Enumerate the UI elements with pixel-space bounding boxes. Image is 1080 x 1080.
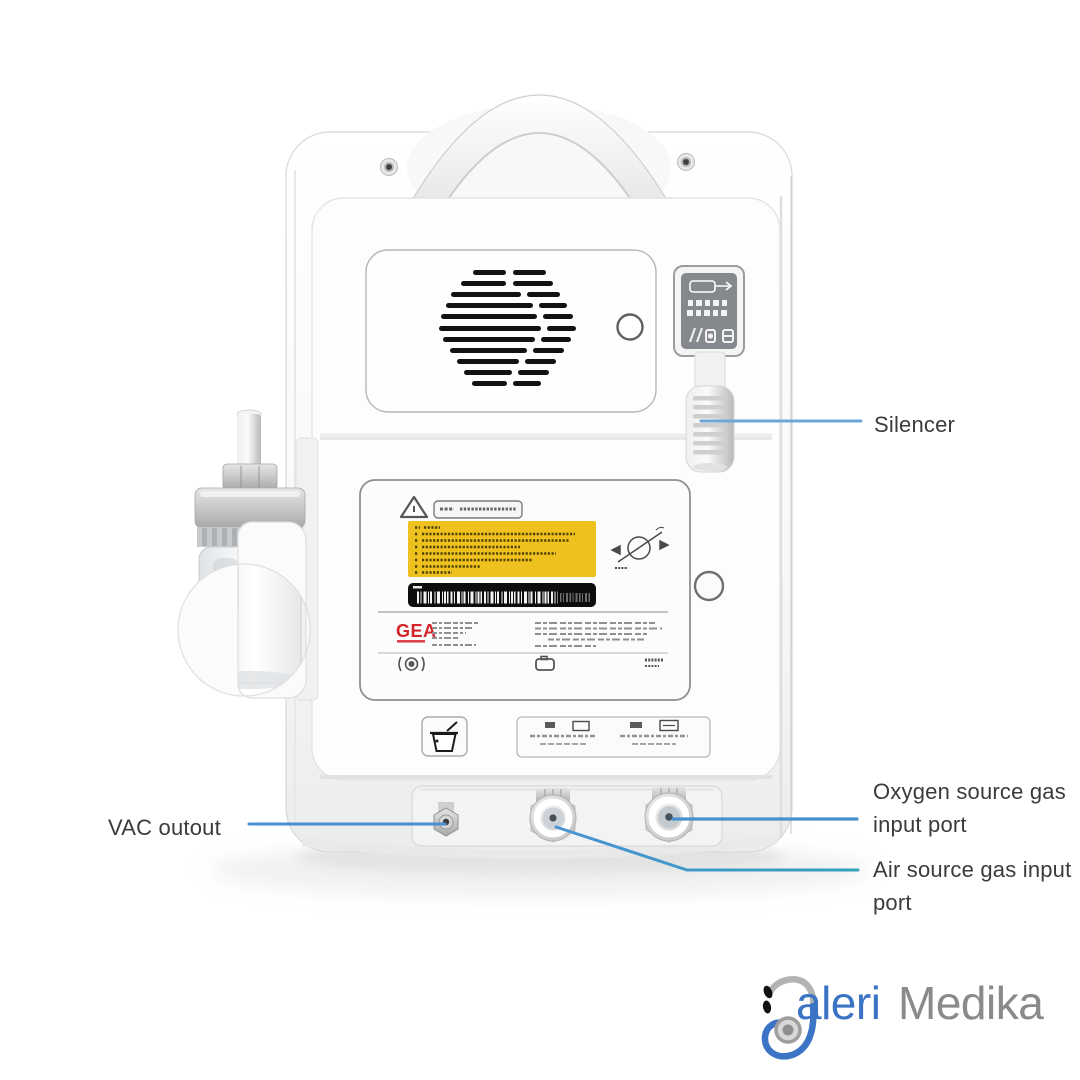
- speaker-panel: [365, 249, 657, 413]
- label-oxygen-port: Oxygen source gas input port: [873, 779, 1066, 837]
- valve-diagram-icon: [610, 526, 670, 569]
- screw-left: [379, 157, 399, 177]
- device-label-panel: GEA: [359, 479, 691, 701]
- bottle-bracket: [177, 521, 311, 699]
- logo-text-gray: Medika: [898, 977, 1044, 1029]
- speaker-grille: [439, 270, 576, 386]
- cert-icons: [398, 655, 663, 672]
- label-vac-output: VAC outout: [108, 815, 221, 840]
- silencer-body: [685, 351, 735, 473]
- waste-bin-plate: [421, 716, 468, 757]
- label-air-port: Air source gas input port: [873, 857, 1072, 915]
- silencer-label-plate: [673, 265, 745, 357]
- logo-text-blue: aleri: [796, 977, 881, 1029]
- screw-right: [676, 152, 696, 172]
- warning-sticker: [408, 521, 596, 577]
- waste-bin-icon: [430, 721, 458, 752]
- warning-triangle-icon: [399, 495, 429, 519]
- barcode: [408, 583, 596, 607]
- leader-lines: [247, 419, 863, 872]
- vent-hole: [616, 313, 644, 341]
- suction-bottle: [177, 409, 319, 701]
- air-input-port: [529, 788, 577, 843]
- galeri-medika-logo: aleri Medika: [752, 962, 1072, 1072]
- oxygen-input-port: [644, 787, 694, 843]
- panel-hole: [693, 570, 725, 602]
- label-silencer: Silencer: [874, 412, 956, 437]
- air-leader-line: [554, 825, 860, 872]
- spec-plate: [516, 716, 711, 758]
- stethoscope-g-icon: [761, 976, 817, 1060]
- gea-brand-text: GEA: [396, 621, 437, 641]
